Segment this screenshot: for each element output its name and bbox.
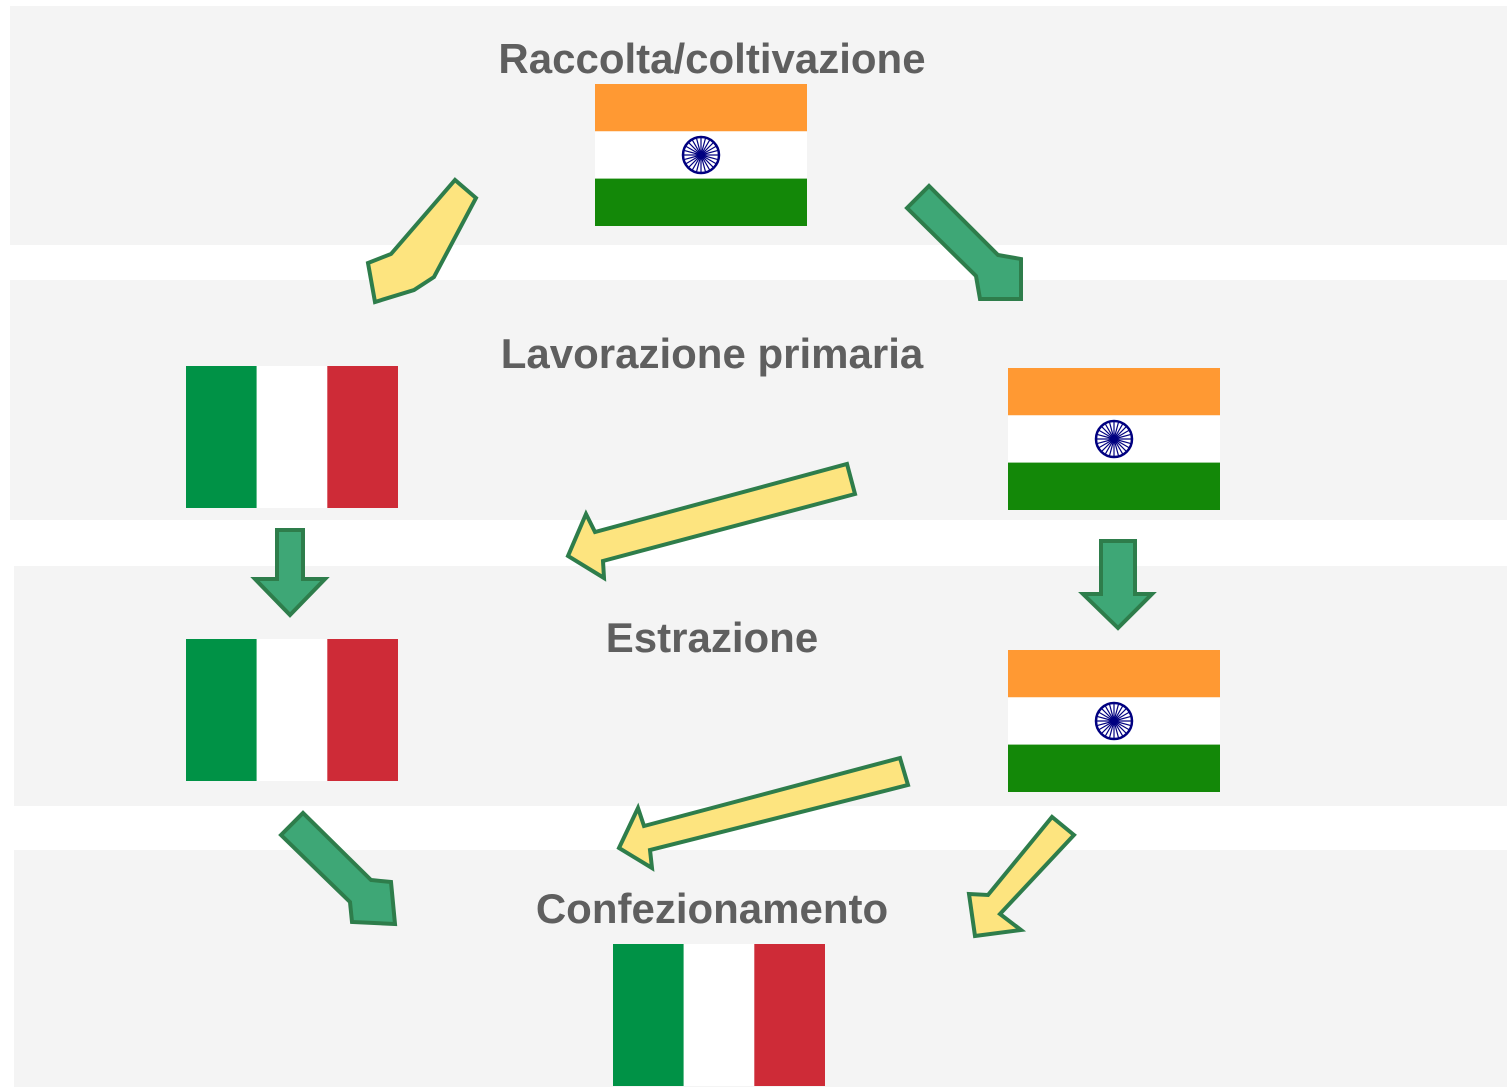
india-flag-icon [1008,368,1220,510]
arrow-green-icon [1078,539,1157,631]
stage-label-estrazione: Estrazione [605,614,819,661]
arrow-yellow-icon [365,177,479,305]
arrow-yellow-icon [966,814,1077,939]
stage-label-raccolta: Raccolta/coltivazione [498,35,926,82]
arrow-green-icon [250,528,330,618]
italy-flag-icon [613,944,825,1086]
stage-label-confezionamento: Confezionamento [535,885,889,932]
stage-label-lavorazione: Lavorazione primaria [500,330,924,377]
arrow-yellow-icon [616,755,911,872]
india-flag-icon [1008,650,1220,792]
arrow-green-icon [278,810,398,927]
arrow-green-icon [904,183,1023,301]
arrow-yellow-icon [565,461,858,582]
italy-flag-icon [186,366,398,508]
italy-flag-icon [186,639,398,781]
india-flag-icon [595,84,807,226]
